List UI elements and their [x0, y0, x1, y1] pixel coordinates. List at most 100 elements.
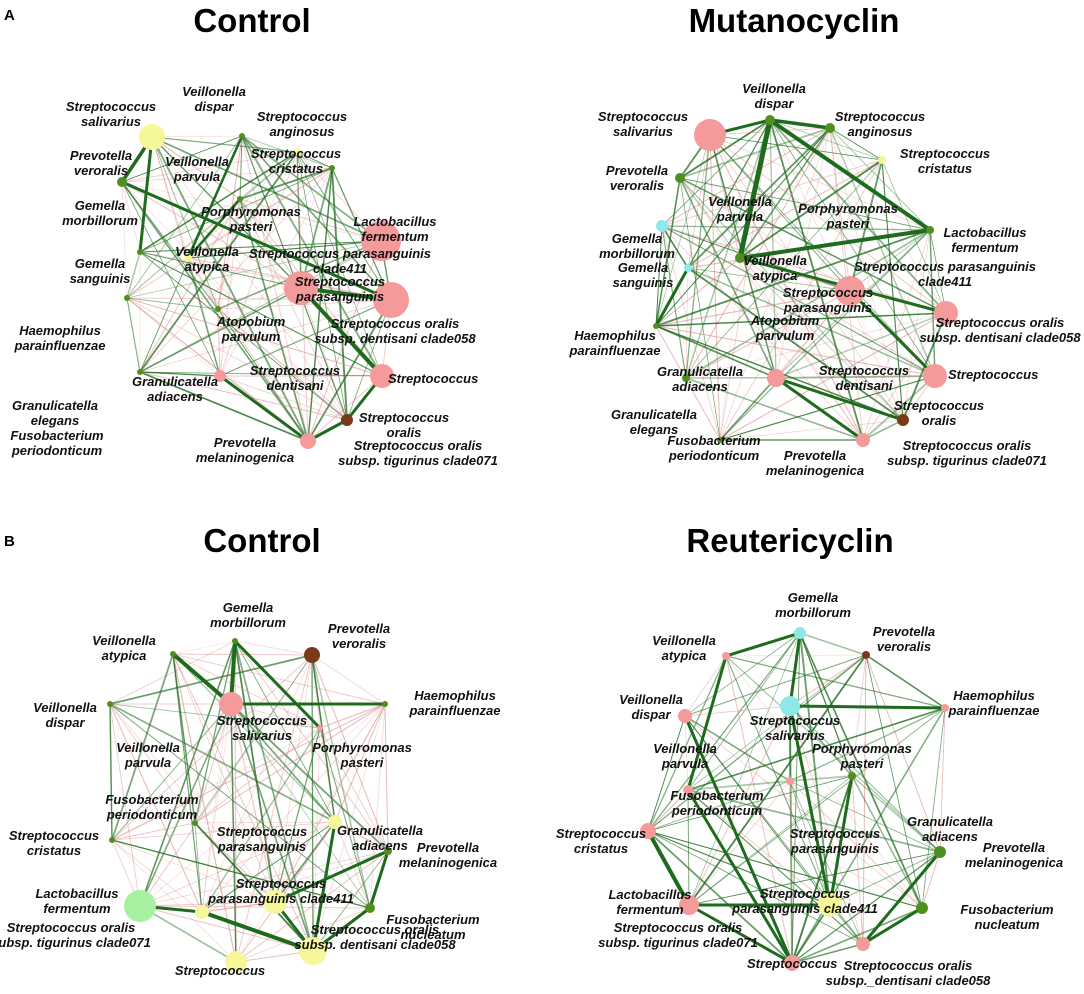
negative-edge: [111, 727, 321, 841]
node-label-line: periodonticum: [11, 443, 103, 458]
strong-positive-edge: [121, 180, 392, 302]
node-label-line: pasteri: [229, 219, 273, 234]
positive-edge: [862, 375, 936, 441]
network-node: [361, 221, 401, 261]
positive-edge: [799, 632, 867, 656]
node-label-line: Streptococcus oralis: [903, 438, 1032, 453]
strong-positive-edge: [186, 135, 244, 259]
network-node: [304, 647, 320, 663]
negative-edge: [684, 715, 923, 909]
node-label-line: Streptococcus: [783, 285, 873, 300]
node-label-line: subsp. tigurinus clade071: [598, 935, 758, 950]
negative-edge: [334, 821, 389, 852]
node-label-line: melaninogenica: [196, 450, 294, 465]
positive-edge: [230, 703, 336, 823]
node-label-line: anginosus: [847, 124, 912, 139]
node-label-line: Streptococcus oralis: [614, 920, 743, 935]
negative-edge: [217, 135, 243, 310]
negative-edge: [121, 151, 298, 183]
node-label-line: Prevotella: [873, 624, 935, 639]
node-label-line: Streptococcus oralis: [354, 438, 483, 453]
node-label-line: melaninogenica: [399, 855, 497, 870]
negative-edge: [139, 371, 348, 421]
negative-edge: [655, 325, 721, 441]
negative-edge: [311, 654, 386, 705]
negative-edge: [111, 703, 386, 841]
network-node: [848, 772, 856, 780]
positive-edge: [234, 640, 276, 903]
network-node: [137, 369, 143, 375]
node-label-line: nucleatum: [974, 917, 1039, 932]
negative-edge: [139, 821, 336, 907]
node-label-line: Streptococcus oralis: [7, 920, 136, 935]
positive-edge: [139, 371, 383, 377]
node-label-line: melaninogenica: [965, 855, 1063, 870]
negative-edge: [194, 822, 371, 909]
node-label-line: Streptococcus oralis: [844, 958, 973, 973]
node-label-line: Streptococcus parasanguinis: [249, 246, 431, 261]
negative-edge: [739, 257, 936, 377]
positive-edge: [679, 177, 741, 259]
negative-edge: [234, 640, 389, 852]
negative-edge: [829, 127, 947, 314]
node-label-line: elegans: [630, 422, 678, 437]
node-label-line: Prevotella: [784, 448, 846, 463]
node-label-line: Streptococcus: [217, 713, 307, 728]
node-label-line: Streptococcus: [790, 826, 880, 841]
strong-positive-edge: [775, 376, 904, 422]
negative-edge: [194, 727, 321, 824]
node-label-line: clade411: [313, 261, 367, 276]
node-label-line: periodonticum: [106, 807, 198, 822]
node-label-line: Streptococcus oralis: [936, 315, 1065, 330]
positive-edge: [194, 822, 203, 913]
network-node: [384, 847, 392, 855]
node-label-line: parainfluenzae: [947, 703, 1039, 718]
negative-edge: [111, 839, 276, 903]
strong-positive-edge: [862, 906, 923, 946]
positive-edge: [121, 181, 309, 442]
network-edges-control-a: [120, 135, 392, 443]
positive-edge: [719, 377, 777, 441]
strong-positive-edge: [768, 118, 932, 232]
node-label-line: dentisani: [266, 378, 323, 393]
node-label-line: subsp. dentisani clade058: [314, 331, 476, 346]
node-label-line: parainfluenzae: [13, 338, 105, 353]
node-label-line: Veillonella: [743, 253, 807, 268]
negative-edge: [109, 703, 196, 824]
negative-edge: [685, 127, 831, 379]
negative-edge: [709, 134, 947, 314]
node-label-line: parvula: [124, 755, 171, 770]
node-label-line: sanguinis: [70, 271, 131, 286]
positive-edge: [139, 251, 348, 421]
negative-edge: [151, 135, 243, 138]
positive-edge: [647, 830, 864, 945]
positive-edge: [679, 127, 831, 179]
negative-edge: [725, 655, 793, 964]
positive-edge: [661, 119, 771, 227]
negative-edge: [235, 703, 386, 963]
node-label-line: veroralis: [877, 639, 931, 654]
node-label-line: parasanguinis: [790, 841, 879, 856]
negative-edge: [685, 267, 689, 379]
network-node: [299, 937, 327, 965]
network-nodes-control-b: [107, 638, 392, 973]
node-label-line: clade411: [918, 274, 972, 289]
node-label-line: fermentum: [951, 240, 1019, 255]
positive-edge: [789, 780, 864, 945]
strong-positive-edge: [646, 830, 691, 906]
positive-edge: [687, 267, 851, 292]
negative-edge: [219, 167, 333, 377]
